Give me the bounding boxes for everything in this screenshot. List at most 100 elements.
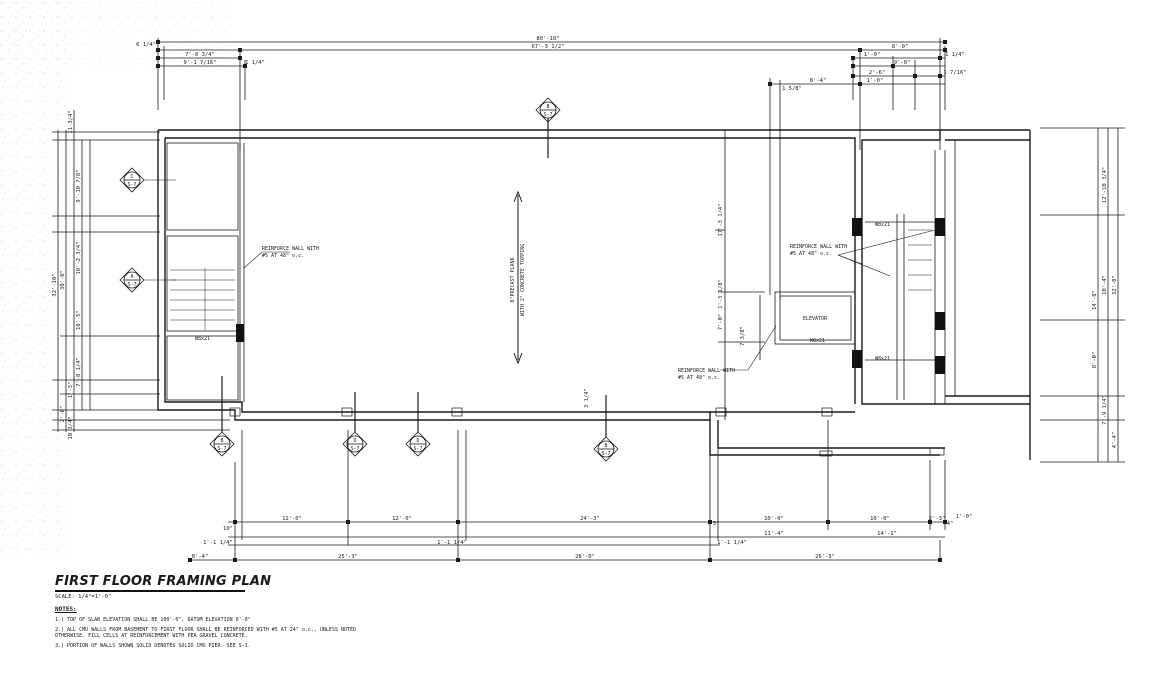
top-dimension-labels: 80'-10" 67'-3 1/2" 7'-8 3/4" 9'-1 7/16" …	[136, 36, 967, 92]
reinforce-callout-3-line1: REINFORCE WALL WITH	[678, 368, 735, 374]
right-dimension-strings	[715, 127, 1125, 463]
dim-left-b: 10'-2 3/4"	[76, 241, 82, 274]
notes-heading: NOTES:	[55, 606, 77, 613]
plank-label-line1: 8"PRECAST PLANK	[510, 257, 516, 302]
reinforce-callout-2-line1: REINFORCE WALL WITH	[790, 244, 847, 250]
beam-label-elev: W8x21	[810, 338, 825, 344]
bottom-dim-ticks	[188, 520, 947, 562]
column-marks	[229, 407, 945, 457]
dim-left-f: 2'-0"	[60, 406, 66, 423]
dim-left-a: 9'-10 7/8"	[76, 169, 82, 202]
beam-label-left: W8x21	[195, 336, 210, 342]
bottom-dimension-labels: 12'-0" 12'-0" 24'-3" 10'-0" 10'-0" 11'-4…	[192, 514, 973, 560]
beam-label-right-top: W8x21	[875, 222, 890, 228]
dim-right-8: 1'-0"	[867, 78, 884, 84]
dim-left-top1: 7'-8 3/4"	[185, 52, 215, 58]
dim-sub-overall: 67'-3 1/2"	[531, 44, 564, 50]
dim-inner-3: 7'-0"	[718, 314, 724, 331]
dim-bot-8: 2'-3"	[929, 516, 946, 522]
dim-right-b: 10'-4"	[1102, 275, 1108, 295]
marker-sheet: S-7	[127, 282, 136, 288]
dim-right-c: 14'-8"	[1092, 290, 1098, 310]
note-3: 3.) PORTION OF WALLS SHOWN SOLID DENOTES…	[55, 643, 251, 649]
plank-span-arrow	[513, 190, 523, 365]
section-marker-d1	[342, 392, 368, 457]
dim-right-9: 1 5/8"	[782, 86, 802, 92]
left-dimension-labels: 32'-10" 30'-0" 9'-10 7/8" 10'-2 3/4" 10'…	[52, 110, 82, 439]
dim-right-e: 7'-9 1/4"	[1102, 395, 1108, 425]
beam-label-right-bot: W8x21	[875, 356, 890, 362]
plan-scale: SCALE: 1/4"=1'-0"	[55, 594, 112, 600]
dim-bot-4: 10'-0"	[764, 516, 784, 522]
dim-bot-17: 10"	[223, 526, 233, 532]
dim-right-a: 12'-10 3/4"	[1102, 167, 1108, 203]
dim-bot-1: 12'-0"	[282, 516, 302, 522]
note-2: 2.) ALL CMU WALLS FROM BASEMENT TO FIRST…	[55, 627, 357, 639]
dim-right-total: 32'-0"	[1112, 275, 1118, 295]
dim-bot-15: 1'-1 1/4"	[437, 540, 467, 546]
section-marker-top	[535, 97, 561, 123]
building-outline	[157, 129, 1031, 460]
section-marker-b-mid	[593, 395, 619, 462]
section-marker-labels: B S-7 C S-7 A S-7 B S-7 D S-7 D S-7 B S-…	[127, 104, 610, 457]
marker-letter: B	[220, 438, 223, 444]
callout-labels: REINFORCE WALL WITH #5 AT 48" o.c. REINF…	[195, 222, 890, 381]
plank-label-line2: WITH 2" CONCRETE TOPPING	[520, 244, 526, 316]
dim-right-5: 8'-4"	[810, 78, 827, 84]
dim-right-6: 2'-6"	[869, 70, 886, 76]
dim-left-top2: 9'-1 7/16"	[183, 60, 216, 66]
dim-bot-11: 25'-3"	[338, 554, 358, 560]
reinforce-callout-3-line2: #5 AT 48" o.c.	[678, 375, 720, 381]
dim-inner-2: 1'-3 1/8"	[718, 279, 724, 309]
dim-bot-18: 3"	[713, 521, 720, 527]
plan-title: FIRST FLOOR FRAMING PLAN	[55, 574, 271, 592]
marker-letter: C	[130, 174, 133, 180]
top-dimension-strings	[157, 38, 946, 300]
dim-left-d: 7'-8 1/4"	[76, 357, 82, 387]
marker-letter: D	[353, 438, 356, 444]
cmu-piers	[236, 218, 945, 374]
marker-sheet: S-7	[413, 446, 422, 452]
dim-right-3: 1 1/4"	[945, 52, 965, 58]
marker-letter: A	[130, 274, 133, 280]
dim-bot-9: 1'-0"	[956, 514, 973, 520]
marker-sheet: S-7	[127, 182, 136, 188]
marker-letter: D	[416, 438, 419, 444]
section-marker-c	[119, 167, 145, 193]
dim-bot-14: 1'-1 1/4"	[203, 540, 233, 546]
bottom-dimension-strings	[190, 420, 946, 561]
reinforce-callout-1-line2: #5 AT 48" o.c.	[262, 253, 304, 259]
callout-leaders	[144, 179, 936, 371]
dim-right-2: 8'-0"	[892, 44, 909, 50]
reinforce-callout-1-line1: REINFORCE WALL WITH	[262, 246, 319, 252]
section-marker-a	[119, 267, 145, 293]
dim-left-total: 32'-10"	[52, 273, 58, 296]
dim-overall: 80'-10"	[536, 36, 559, 42]
marker-sheet: S-7	[601, 451, 610, 457]
right-dimension-labels: 12'-10 3/4" 32'-0" 10'-4" 14'-8" 8'-0" 7…	[584, 167, 1118, 449]
dim-bot-13: 26'-3"	[815, 554, 835, 560]
dim-left-e: 1'-3"	[68, 382, 74, 399]
dim-bot-2: 12'-0"	[392, 516, 412, 522]
dim-bot-16: 1'-1 1/4"	[717, 540, 747, 546]
reinforce-callout-2-line2: #5 AT 48" o.c.	[790, 251, 832, 257]
dim-bot-19: 4"	[947, 521, 954, 527]
dim-right-f: 4'-4"	[1112, 432, 1118, 449]
elevator-label: ELEVATOR	[803, 316, 828, 322]
dim-bot-12: 28'-0"	[575, 554, 595, 560]
dim-bot-7: 14'-1"	[877, 531, 897, 537]
dim-right-d: 8'-0"	[1092, 352, 1098, 369]
dim-bot-6: 11'-4"	[764, 531, 784, 537]
note-1: 1.) TOP OF SLAB ELEVATION SHALL BE 100'-…	[55, 617, 251, 623]
dim-inner-5: 3 1/4"	[584, 388, 590, 408]
dim-bot-3: 24'-3"	[580, 516, 600, 522]
dim-1-1-4: 1 1/4"	[245, 60, 265, 66]
section-marker-b-left	[209, 376, 235, 457]
marker-sheet: S-7	[543, 112, 552, 118]
marker-sheet: S-7	[350, 446, 359, 452]
top-dim-ticks	[156, 40, 947, 86]
dim-left-h: 10 3/4"	[68, 416, 74, 439]
dim-right-7: 9'-0"	[894, 60, 911, 66]
dim-bot-5: 10'-0"	[870, 516, 890, 522]
